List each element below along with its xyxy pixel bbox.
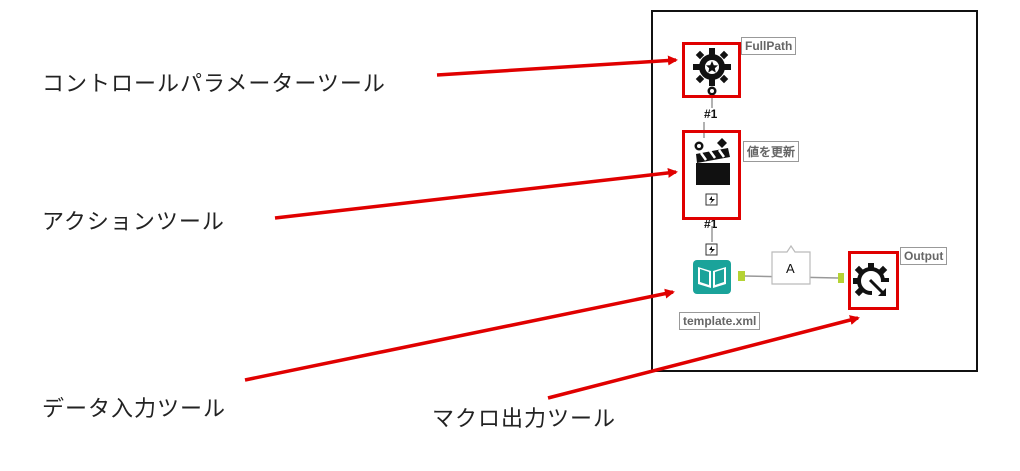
anchor-dots	[694, 86, 844, 283]
connection-label-2: #1	[704, 217, 718, 231]
tool-label-update-value[interactable]: 値を更新	[743, 141, 800, 162]
highlight-box-action	[682, 130, 741, 220]
tool-label-fullpath[interactable]: FullPath	[741, 37, 797, 55]
callout-macro-output-tool: マクロ出力ツール	[432, 407, 617, 432]
tool-label-template-xml[interactable]: template.xml	[679, 312, 761, 330]
macro-anchor-label: A	[786, 261, 795, 276]
control-parameter-icon[interactable]	[693, 48, 731, 86]
callout-data-input-tool: データ入力ツール	[42, 397, 227, 422]
connection-label-1: #1	[704, 107, 718, 121]
macro-anchor-a[interactable]	[771, 244, 811, 285]
callout-arrows	[244, 55, 860, 400]
data-input-book-icon[interactable]	[693, 260, 731, 294]
highlight-box-control-param	[682, 42, 741, 98]
macro-output-gear-icon[interactable]	[853, 263, 890, 298]
callout-control-param-tool: コントロールパラメーターツール	[42, 72, 386, 97]
callout-action-tool: アクションツール	[42, 210, 225, 235]
tool-label-output[interactable]: Output	[900, 247, 948, 265]
highlight-box-macro-output	[848, 251, 899, 310]
action-clapperboard-icon[interactable]	[696, 138, 730, 185]
